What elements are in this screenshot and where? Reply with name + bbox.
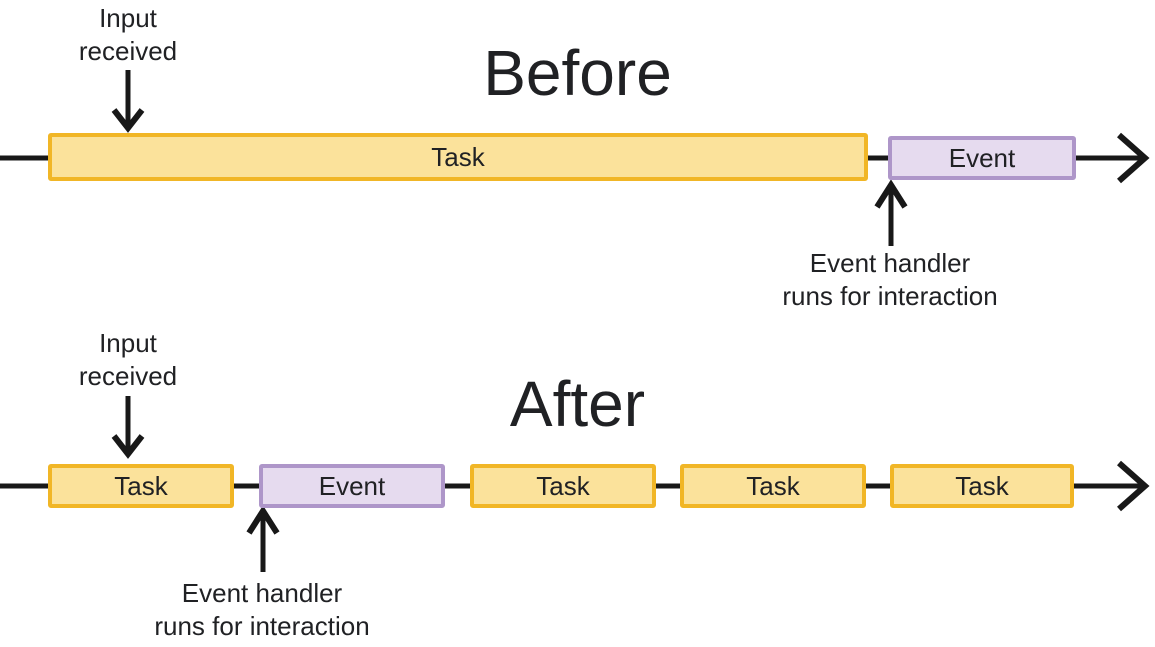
- after-task-bar-3: Task: [680, 464, 866, 508]
- before-input-received-label: Input received: [78, 3, 178, 66]
- after-timeline-arrowhead-icon: [1117, 460, 1150, 512]
- before-handler-arrowhead-icon: [874, 179, 908, 209]
- before-input-arrowhead-icon: [111, 108, 145, 133]
- after-event-handler-label: Event handler runs for interaction: [154, 578, 370, 641]
- after-task-bar-1-label: Task: [114, 470, 168, 501]
- after-task-bar-4: Task: [890, 464, 1074, 508]
- before-timeline-arrowhead-icon: [1117, 132, 1150, 184]
- after-event-bar-label: Event: [318, 470, 386, 501]
- after-task-bar-2-label: Task: [536, 470, 590, 501]
- before-event-handler-label: Event handler runs for interaction: [782, 248, 998, 311]
- after-handler-arrowhead-icon: [246, 505, 280, 535]
- before-section-title: Before: [483, 37, 672, 109]
- before-event-bar-label: Event: [948, 142, 1016, 173]
- before-event-bar: Event: [888, 136, 1076, 180]
- after-event-bar: Event: [259, 464, 445, 508]
- after-task-bar-2: Task: [470, 464, 656, 508]
- after-input-arrowhead-icon: [111, 434, 145, 459]
- before-task-bar-label: Task: [431, 141, 485, 172]
- before-task-bar: Task: [48, 133, 868, 181]
- after-section-title: After: [509, 368, 646, 440]
- after-task-bar-4-label: Task: [955, 470, 1009, 501]
- after-task-bar-1: Task: [48, 464, 234, 508]
- after-task-bar-3-label: Task: [746, 470, 800, 501]
- after-input-received-label: Input received: [78, 328, 178, 391]
